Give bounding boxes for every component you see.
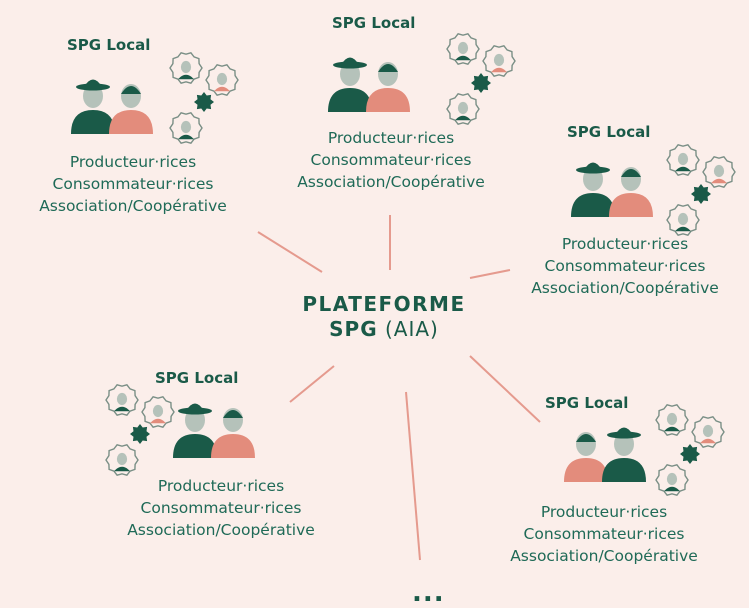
producer-figure-icon — [602, 427, 646, 482]
platform-center-label: PLATEFORME SPG (AIA) — [274, 292, 494, 342]
spg-local-title: SPG Local — [155, 369, 239, 387]
spg-local-roles: Producteur·rices Consommateur·rices Asso… — [502, 233, 748, 299]
role-association: Association/Coopérative — [127, 521, 315, 539]
spg-local-title: SPG Local — [332, 14, 416, 32]
role-producers: Producteur·rices — [327, 129, 455, 147]
role-consumers: Consommateur·rices — [310, 151, 472, 169]
role-producers: Producteur·rices — [540, 503, 668, 521]
person-badge-icon — [446, 32, 480, 66]
producer-figure-icon — [571, 162, 615, 217]
gear-icon — [471, 73, 491, 93]
spg-local-roles: Producteur·rices Consommateur·rices Asso… — [266, 127, 516, 193]
gear-icon — [194, 92, 214, 112]
consumer-figure-icon — [109, 84, 153, 134]
role-consumers: Consommateur·rices — [140, 499, 302, 517]
person-badge-icon — [141, 395, 175, 429]
platform-org: (AIA) — [384, 317, 439, 341]
platform-subtitle: SPG (AIA) — [274, 316, 494, 342]
role-producers: Producteur·rices — [69, 153, 197, 171]
gear-icon — [691, 184, 711, 204]
person-badge-icon — [446, 92, 480, 126]
person-badge-icon — [169, 51, 203, 85]
consumer-figure-icon — [211, 408, 255, 458]
consumer-figure-icon — [564, 432, 608, 482]
role-association: Association/Coopérative — [531, 279, 719, 297]
person-badge-icon — [655, 403, 689, 437]
role-association: Association/Coopérative — [510, 547, 698, 565]
person-badge-icon — [666, 203, 700, 237]
gear-icon — [680, 444, 700, 464]
role-consumers: Consommateur·rices — [52, 175, 214, 193]
connector-line — [257, 231, 323, 273]
person-badge-icon — [105, 443, 139, 477]
person-badge-icon — [655, 463, 689, 497]
producer-figure-icon — [71, 79, 115, 134]
spg-local-title: SPG Local — [67, 36, 151, 54]
spg-local-roles: Producteur·rices Consommateur·rices Asso… — [479, 501, 729, 567]
more-locals-ellipsis: ... — [412, 578, 445, 608]
producer-figure-icon — [328, 57, 372, 112]
role-consumers: Consommateur·rices — [544, 257, 706, 275]
role-association: Association/Coopérative — [297, 173, 485, 191]
connector-line — [405, 391, 421, 561]
consumer-figure-icon — [366, 62, 410, 112]
person-badge-icon — [666, 143, 700, 177]
person-badge-icon — [691, 415, 725, 449]
producer-figure-icon — [173, 403, 217, 458]
connector-line — [289, 365, 335, 403]
platform-title: PLATEFORME — [302, 292, 466, 316]
person-badge-icon — [702, 155, 736, 189]
role-producers: Producteur·rices — [561, 235, 689, 253]
gear-icon — [130, 424, 150, 444]
person-badge-icon — [205, 63, 239, 97]
person-badge-icon — [105, 383, 139, 417]
role-association: Association/Coopérative — [39, 197, 227, 215]
spg-local-roles: Producteur·rices Consommateur·rices Asso… — [8, 151, 258, 217]
person-badge-icon — [169, 111, 203, 145]
figures — [71, 32, 736, 497]
connectors — [257, 215, 541, 561]
connector-line — [469, 355, 541, 423]
role-consumers: Consommateur·rices — [523, 525, 685, 543]
platform-acronym: SPG — [329, 317, 378, 341]
spg-local-title: SPG Local — [545, 394, 629, 412]
person-badge-icon — [482, 44, 516, 78]
spg-local-title: SPG Local — [567, 123, 651, 141]
connector-line — [469, 269, 511, 279]
role-producers: Producteur·rices — [157, 477, 285, 495]
spg-local-roles: Producteur·rices Consommateur·rices Asso… — [96, 475, 346, 541]
consumer-figure-icon — [609, 167, 653, 217]
